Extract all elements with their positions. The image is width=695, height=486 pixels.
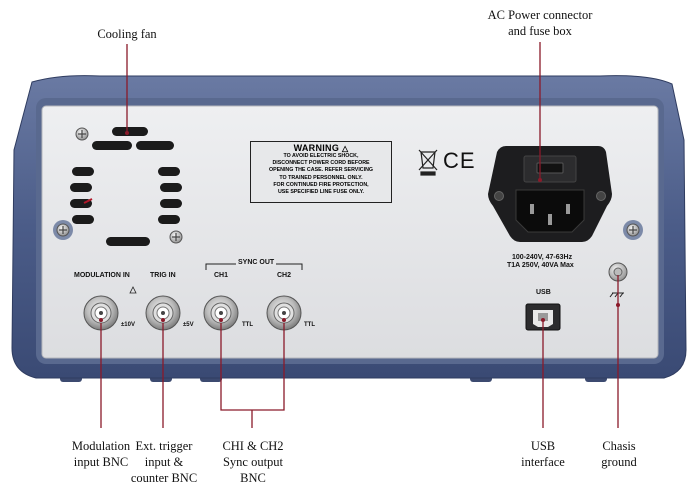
callout-ext-trigger: Ext. trigger input & counter BNC	[130, 439, 198, 485]
warning-line: TO TRAINED PERSONNEL ONLY.	[279, 174, 363, 181]
ground-terminal	[608, 262, 628, 282]
ce-mark: CE	[443, 148, 476, 173]
ch2-label: CH2	[277, 272, 292, 279]
callout-cooling-fan: Cooling fan	[97, 27, 157, 41]
cooling-fan-vent	[70, 127, 182, 246]
modulation-in-label: MODULATION IN	[74, 272, 130, 279]
warning-line: DISCONNECT POWER CORD BEFORE	[272, 160, 370, 167]
screw-icon	[53, 220, 73, 240]
ch2-rating: TTL	[304, 322, 315, 328]
screw-icon	[169, 230, 183, 244]
screw-icon	[494, 191, 606, 201]
callout-ac-power: AC Power connector and fuse box	[487, 8, 593, 38]
callout-chassis-ground: Chasis ground	[601, 439, 637, 469]
warning-line: OPENING THE CASE. REFER SERVICING	[268, 167, 374, 174]
callout-sync-output: CHI & CH2 Sync output BNC	[222, 439, 284, 485]
warning-line: USE SPECIFIED LINE FUSE ONLY.	[277, 189, 365, 196]
callout-endpoints	[99, 131, 620, 322]
warning-triangle-icon	[129, 286, 137, 294]
callout-usb: USB interface	[521, 439, 565, 469]
callout-modulation-input: Modulation input BNC	[71, 439, 131, 469]
warning-triangle-icon: △	[341, 144, 349, 153]
power-rating-line-2: T1A 250V, 40VA Max	[507, 262, 574, 269]
modulation-rating: ±10V	[121, 322, 135, 328]
trig-in-rating: ±5V	[183, 322, 194, 328]
bnc-connector-icon	[266, 295, 302, 331]
warning-label: WARNING △ TO AVOID ELECTRIC SHOCK, DISCO…	[250, 141, 392, 203]
warning-title: WARNING	[293, 143, 340, 153]
ch1-rating: TTL	[242, 322, 253, 328]
sync-out-label: SYNC OUT	[236, 259, 277, 266]
warning-line: FOR CONTINUED FIRE PROTECTION,	[273, 181, 369, 188]
screw-icon	[75, 127, 89, 141]
callout-leader-lines	[100, 42, 619, 428]
ch1-label: CH1	[214, 272, 229, 279]
trig-in-label: TRIG IN	[150, 272, 176, 279]
warning-line: TO AVOID ELECTRIC SHOCK,	[283, 153, 359, 159]
power-rating-line-1: 100-240V, 47-63Hz	[512, 254, 573, 261]
bnc-connector-icon	[203, 295, 239, 331]
weee-bin-icon	[418, 149, 438, 176]
ac-power-inlet	[488, 146, 612, 242]
bnc-connector-icon	[83, 295, 119, 331]
screw-icon	[623, 220, 643, 240]
usb-label: USB	[536, 289, 551, 296]
